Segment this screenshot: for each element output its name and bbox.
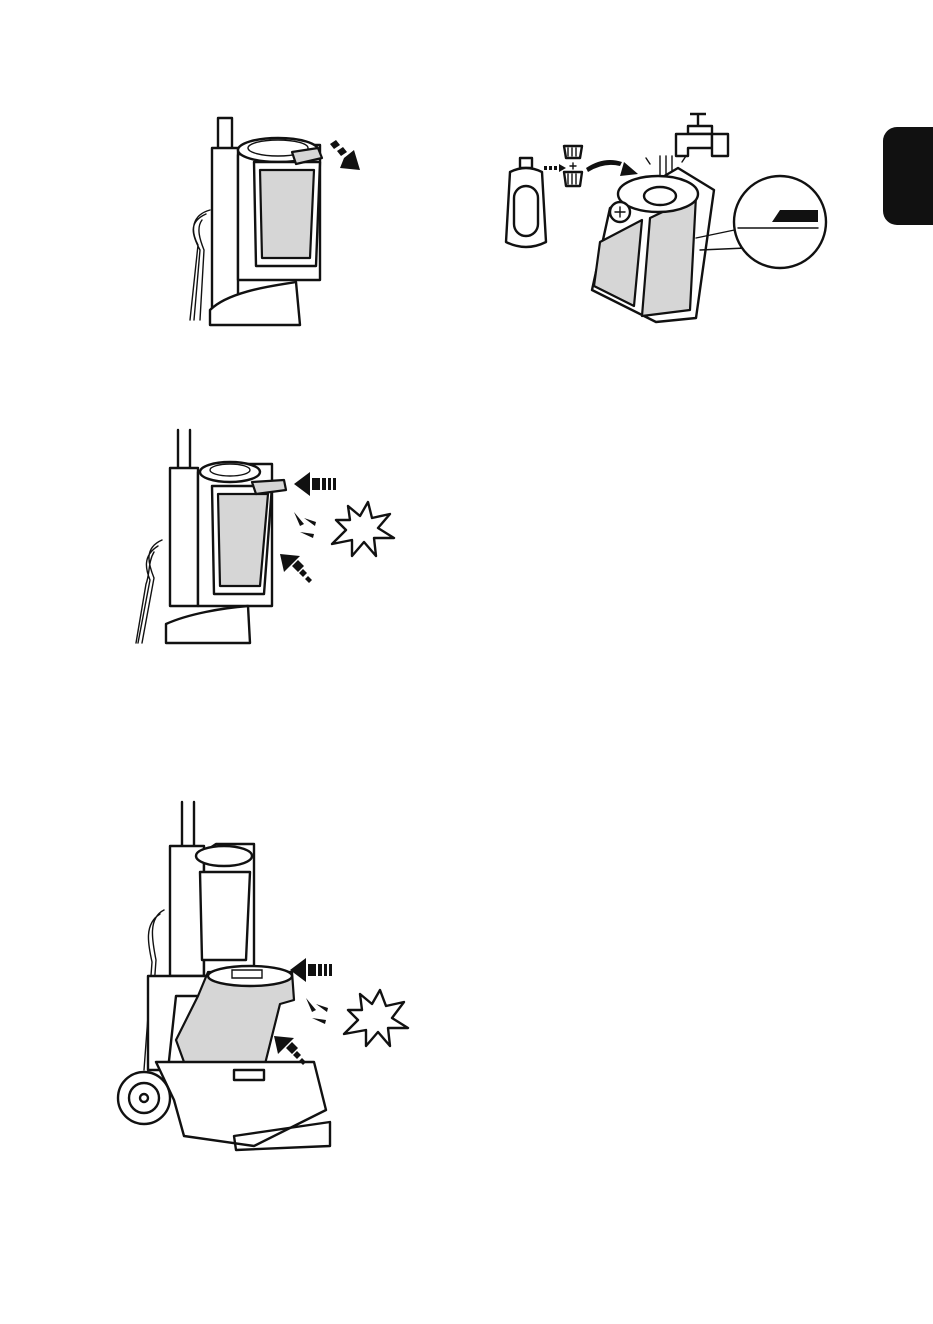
arrow-left-icon-2 (288, 956, 336, 984)
fill-level-magnifier-icon (696, 176, 826, 268)
arrow-up-left-icon-2 (272, 1034, 312, 1074)
figure-fill-tank (500, 110, 840, 330)
arrow-up-left-icon (278, 552, 318, 592)
filter-cap-icon (564, 146, 582, 186)
detergent-bottle-icon (506, 158, 546, 247)
click-lines-icon (292, 510, 320, 540)
language-section-tab (883, 127, 933, 225)
arrow-left-icon (292, 470, 340, 498)
figure-remove-tank (170, 110, 400, 330)
click-burst-icon-2 (340, 988, 412, 1050)
click-lines-icon-2 (304, 996, 332, 1026)
click-burst-icon (328, 500, 398, 560)
arrow-down-right-icon (328, 138, 364, 174)
